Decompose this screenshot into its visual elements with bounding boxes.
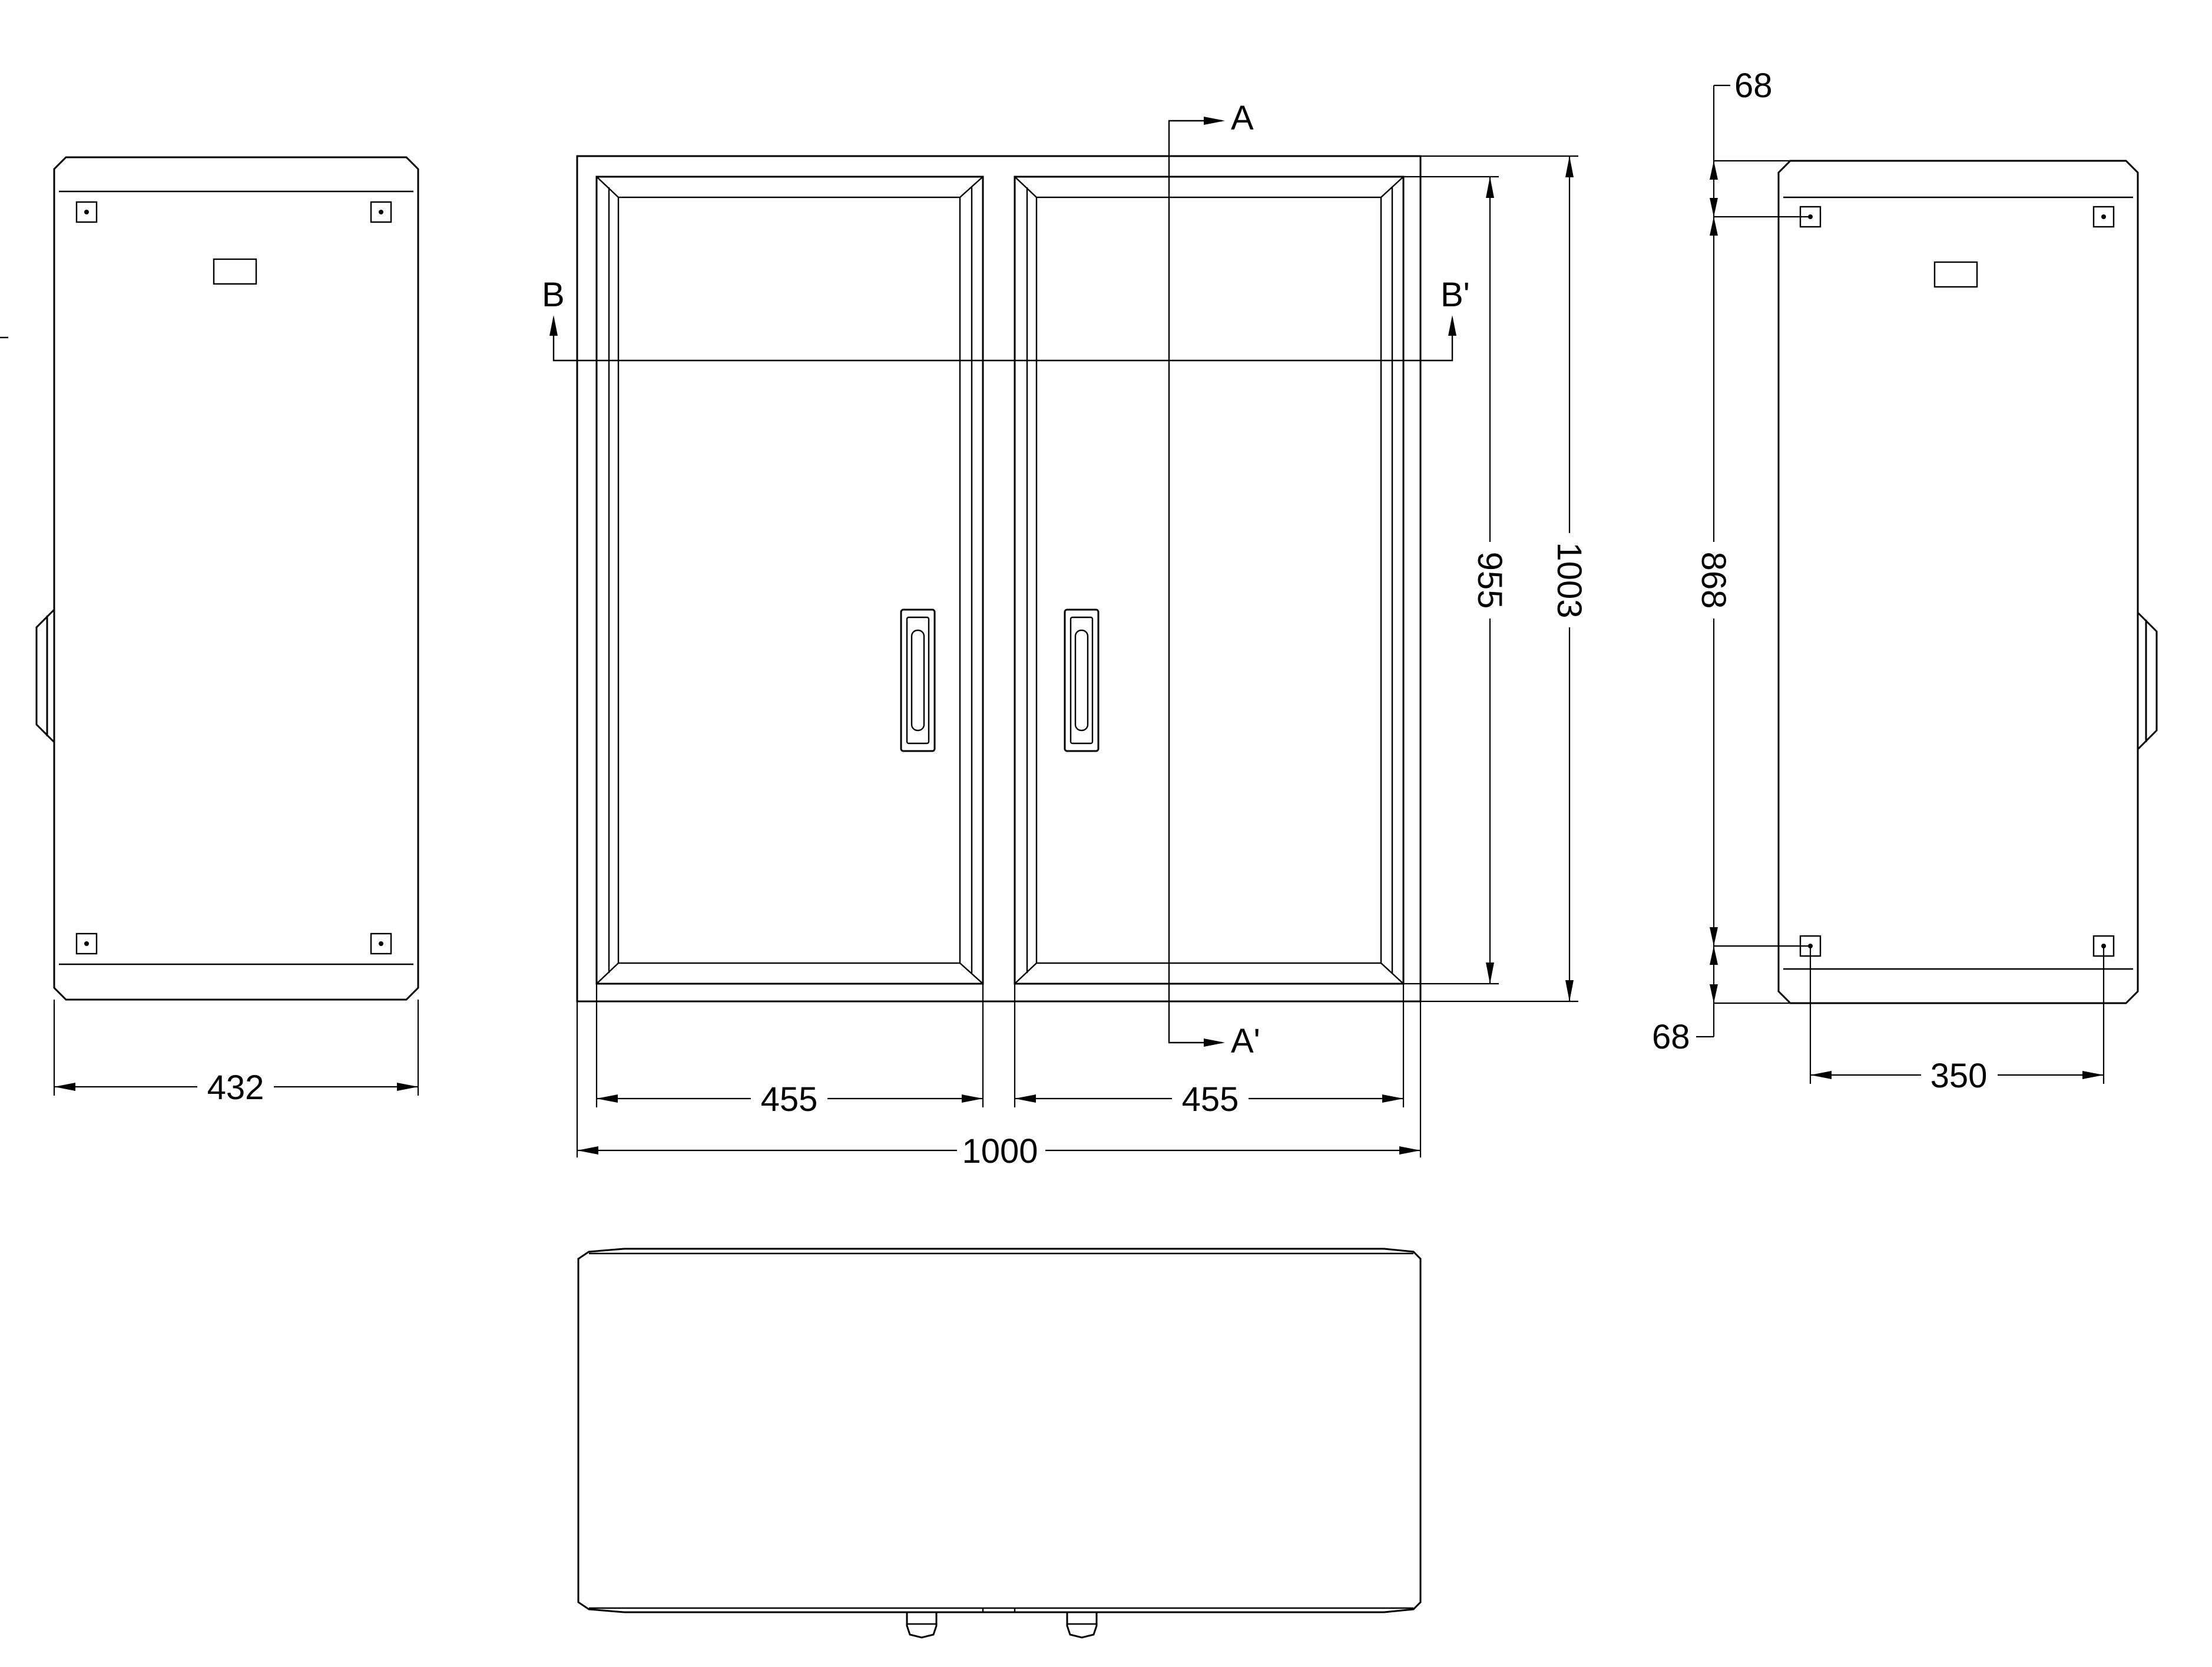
mount-hole <box>2092 206 2115 228</box>
section-label-b: B <box>542 276 565 314</box>
section-label-b-prime: B' <box>1441 276 1470 314</box>
top-view <box>577 1248 1422 1639</box>
dimension-left-width: 432 <box>207 1069 264 1107</box>
dimension-total-width: 1000 <box>962 1132 1038 1170</box>
dimension-right-door: 455 <box>1182 1080 1239 1119</box>
right-side-view: 68 868 68 350 <box>1652 67 2158 1095</box>
dimension-top-offset: 68 <box>1734 67 1773 105</box>
dimension-vertical-spacing: 868 <box>1694 552 1733 609</box>
mount-hole <box>370 201 392 223</box>
right-door-handle <box>1064 608 1100 752</box>
mount-hole <box>370 932 392 955</box>
left-side-view: 432 <box>0 156 419 1107</box>
dimension-door-height: 955 <box>1471 552 1509 609</box>
section-line-b: B B' <box>542 276 1470 362</box>
section-label-a-prime: A' <box>1231 1022 1260 1060</box>
right-door <box>1014 176 1405 985</box>
dimension-left-door: 455 <box>761 1080 818 1119</box>
left-door <box>595 176 984 985</box>
mount-hole <box>75 932 98 955</box>
dimension-bottom-offset: 68 <box>1652 1018 1690 1056</box>
section-label-a: A <box>1231 99 1254 137</box>
dimension-right-width: 350 <box>1930 1057 1988 1095</box>
front-view: A A' B B' 455 455 10 <box>542 99 1588 1170</box>
mount-hole <box>75 201 98 223</box>
left-door-handle <box>900 608 936 752</box>
dimension-total-height: 1003 <box>1550 542 1588 618</box>
section-line-a: A A' <box>1168 99 1260 1060</box>
handle-knob <box>906 1612 938 1639</box>
handle-knob <box>1066 1612 1098 1639</box>
